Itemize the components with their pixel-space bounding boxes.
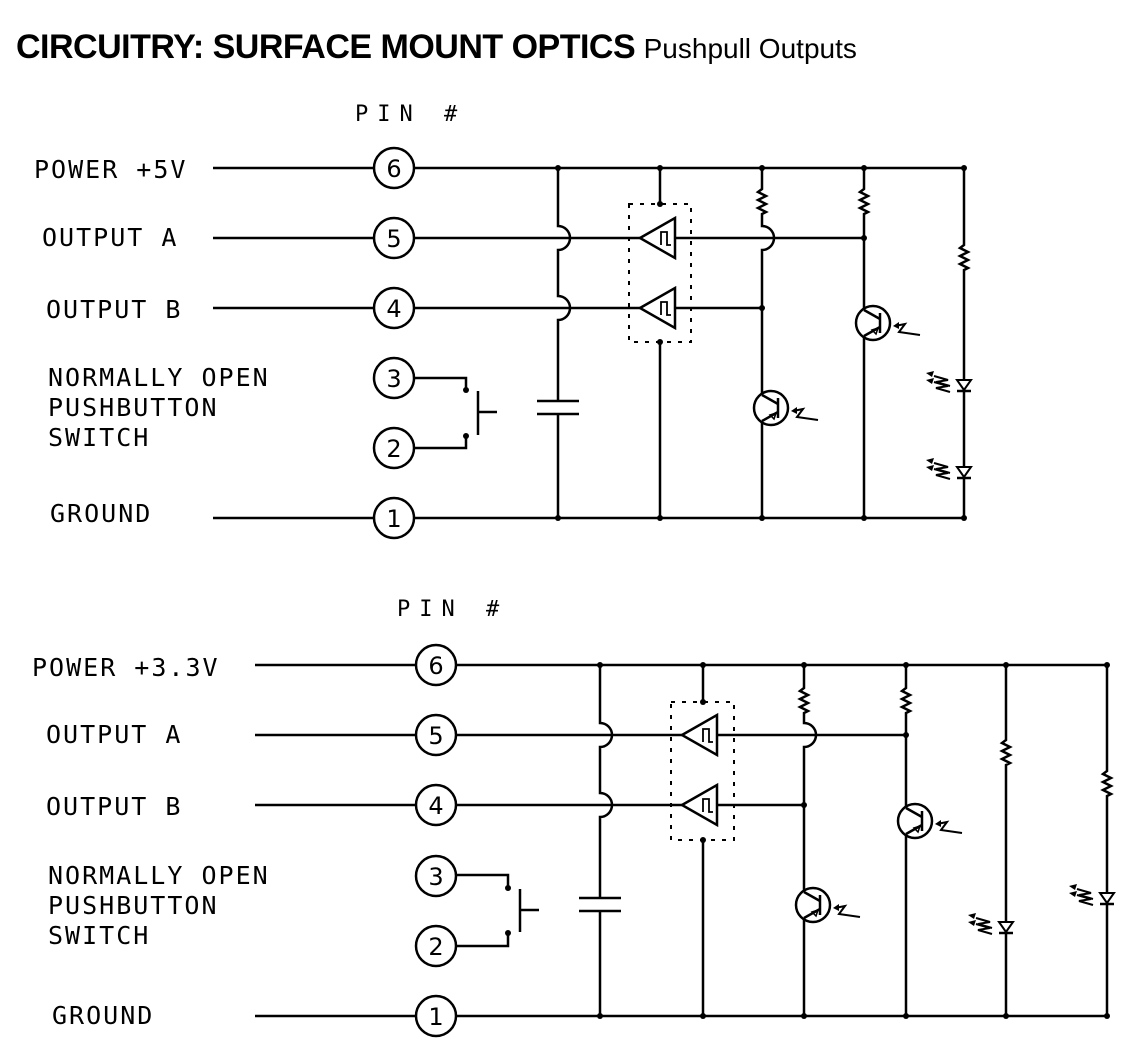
page-title: CIRCUITRY: SURFACE MOUNT OPTICS Pushpull… xyxy=(16,28,857,67)
label-output-b: OUTPUT B xyxy=(46,295,182,324)
led-icon xyxy=(926,458,973,480)
pin-4: 4 xyxy=(414,783,458,827)
pushbutton-switch xyxy=(414,376,497,450)
svg-text:5: 5 xyxy=(386,225,401,253)
dual-schmitt-buffer xyxy=(670,662,735,1019)
led-string xyxy=(926,165,973,521)
led-icon xyxy=(1069,884,1116,906)
circuit-5v: PIN # POWER +5V OUTPUT A OUTPUT B NORMAL… xyxy=(34,102,973,540)
pin-1: 1 xyxy=(372,496,416,540)
svg-text:2: 2 xyxy=(428,933,443,961)
label-output-a: OUTPUT A xyxy=(42,223,178,252)
svg-text:3: 3 xyxy=(386,365,401,393)
svg-text:1: 1 xyxy=(386,505,401,533)
circuit-3v3: PIN # POWER +3.3V OUTPUT A OUTPUT B NORM… xyxy=(32,597,1116,1038)
svg-text:6: 6 xyxy=(386,155,401,183)
pin-3: 3 xyxy=(414,854,458,898)
pin-header: PIN # xyxy=(355,102,466,127)
label-switch-line3: SWITCH xyxy=(48,921,150,950)
svg-text:4: 4 xyxy=(386,295,401,323)
pin-2: 2 xyxy=(414,924,458,968)
pull-up-resistor-a xyxy=(858,165,870,241)
pin-4: 4 xyxy=(372,286,416,330)
led-string-1 xyxy=(968,662,1015,1019)
pin-6: 6 xyxy=(372,146,416,190)
pin-5: 5 xyxy=(372,216,416,260)
pin-6: 6 xyxy=(414,643,458,687)
label-output-a: OUTPUT A xyxy=(46,720,182,749)
pull-up-resistor-b xyxy=(798,662,818,808)
label-switch-line1: NORMALLY OPEN xyxy=(48,363,270,392)
dual-schmitt-buffer xyxy=(628,165,692,521)
svg-text:1: 1 xyxy=(428,1003,443,1031)
decoupling-capacitor xyxy=(579,662,621,1019)
led-icon xyxy=(926,371,973,393)
pin-5: 5 xyxy=(414,713,458,757)
title-subtitle: Pushpull Outputs xyxy=(643,33,857,64)
decoupling-capacitor xyxy=(537,165,579,521)
svg-text:2: 2 xyxy=(386,435,401,463)
led-string-2 xyxy=(1069,662,1116,1019)
phototransistor-b xyxy=(794,805,861,1019)
label-switch-line3: SWITCH xyxy=(48,423,150,452)
label-switch-line1: NORMALLY OPEN xyxy=(48,861,270,890)
svg-text:4: 4 xyxy=(428,792,443,820)
label-ground: GROUND xyxy=(52,1001,154,1030)
label-switch-line2: PUSHBUTTON xyxy=(48,891,219,920)
phototransistor-a xyxy=(854,238,921,521)
led-icon xyxy=(968,913,1015,935)
label-power: POWER +5V xyxy=(34,155,187,184)
label-switch-line2: PUSHBUTTON xyxy=(48,393,219,422)
pull-up-resistor-a xyxy=(900,662,912,738)
label-output-b: OUTPUT B xyxy=(46,792,182,821)
title-main: CIRCUITRY: SURFACE MOUNT OPTICS xyxy=(16,28,636,66)
svg-text:6: 6 xyxy=(428,652,443,680)
label-power: POWER +3.3V xyxy=(32,653,220,682)
phototransistor-b xyxy=(752,308,819,521)
phototransistor-a xyxy=(896,735,963,1019)
pin-1: 1 xyxy=(414,994,458,1038)
pin-2: 2 xyxy=(372,426,416,470)
svg-text:5: 5 xyxy=(428,722,443,750)
pushbutton-switch xyxy=(456,873,539,948)
pull-up-resistor-b xyxy=(756,165,776,311)
label-ground: GROUND xyxy=(50,499,152,528)
svg-text:3: 3 xyxy=(428,863,443,891)
pin-3: 3 xyxy=(372,356,416,400)
pin-header: PIN # xyxy=(397,597,508,622)
